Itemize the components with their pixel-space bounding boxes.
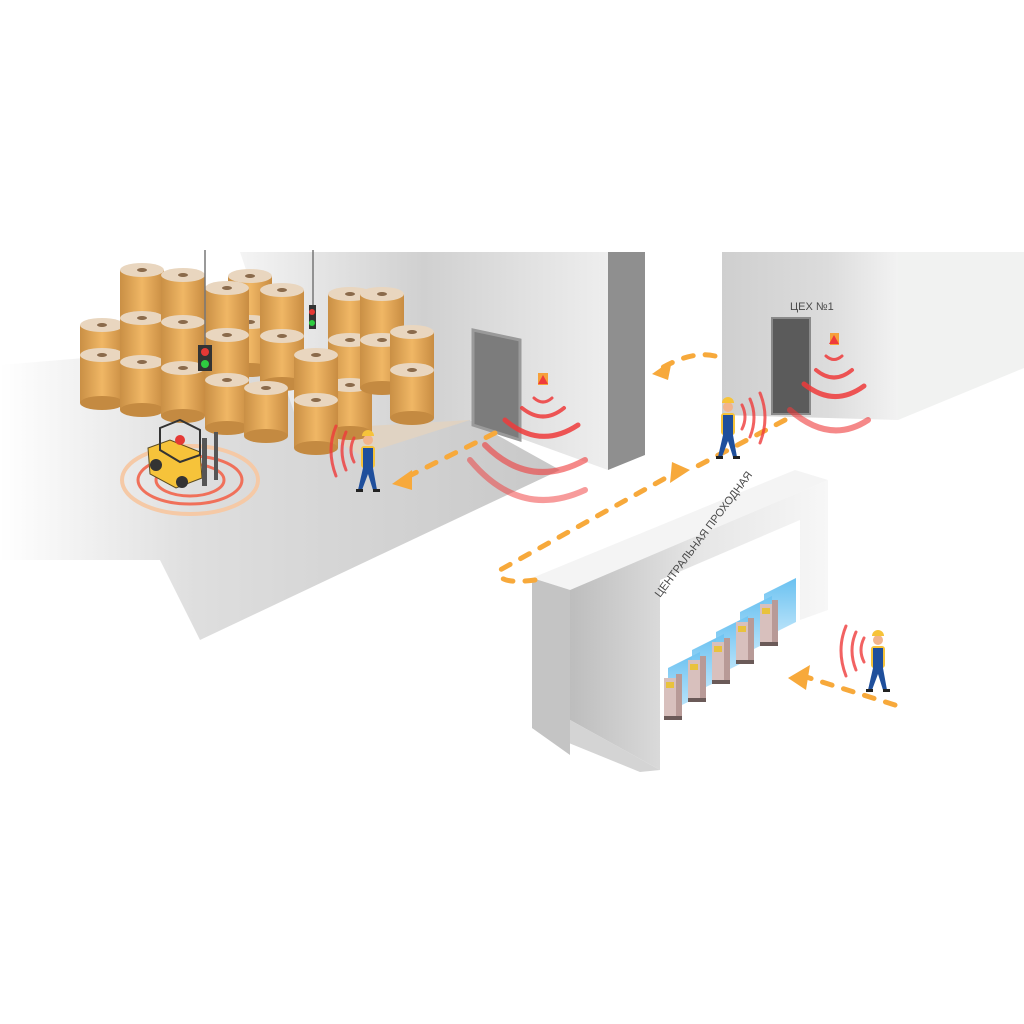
worker-workshop — [716, 391, 767, 459]
route-segment-warehouse — [402, 430, 498, 481]
route-arrows — [392, 360, 810, 690]
worker-warehouse — [329, 424, 380, 492]
workshop-label: ЦЕХ №1 — [790, 301, 834, 313]
arrow-icon — [652, 360, 672, 380]
route-segment-exit — [496, 467, 683, 584]
wall-beacon-warehouse — [467, 373, 588, 503]
route-segment-entry — [797, 672, 898, 708]
forklift — [120, 418, 260, 516]
arrow-icon — [392, 470, 412, 490]
route-segment-workshop — [687, 417, 788, 473]
traffic-light — [309, 250, 316, 329]
route-path — [402, 352, 898, 708]
workshop-door — [771, 317, 811, 415]
wall-beacon-workshop — [787, 333, 871, 434]
traffic-light — [198, 250, 212, 371]
workshop-side-wall — [898, 252, 1024, 420]
worker-checkpoint — [839, 624, 890, 692]
warehouse-door — [471, 328, 522, 443]
arrow-icon — [670, 462, 690, 483]
route-segment-loop — [652, 352, 718, 375]
turnstile — [760, 578, 796, 646]
warehouse-wall-edge — [608, 252, 645, 470]
arrow-icon — [788, 665, 810, 690]
turnstiles — [664, 578, 796, 720]
